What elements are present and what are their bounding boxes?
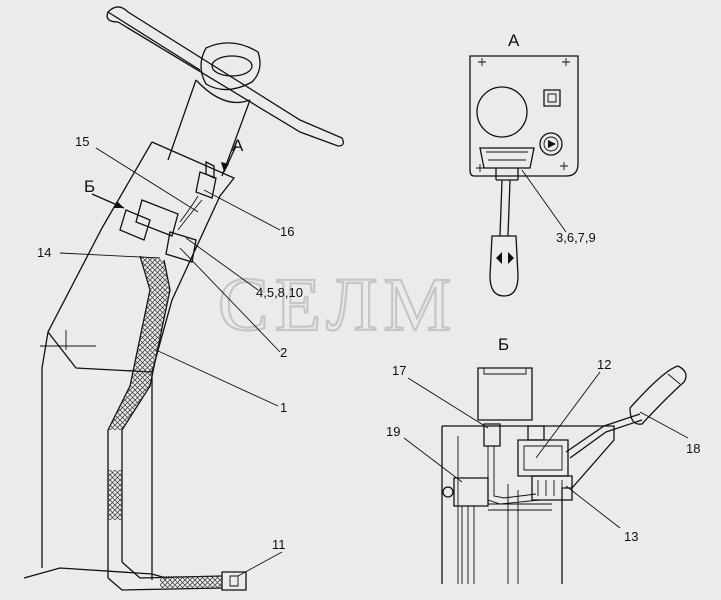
view-a-switch-lever <box>479 147 535 297</box>
callout-4-5-8-10: 4,5,8,10 <box>256 285 303 300</box>
column-housing <box>23 141 236 580</box>
steering-wheel <box>106 6 344 147</box>
steering-shaft <box>167 79 251 177</box>
callout-15: 15 <box>75 134 89 149</box>
watermark-text: СЕЛМ <box>218 263 457 347</box>
view-b-housing <box>441 367 615 584</box>
leader-3-6-7-9 <box>521 169 567 233</box>
callout-16: 16 <box>280 224 294 239</box>
switch-assembly <box>119 160 217 263</box>
view-b-title: Б <box>498 335 509 354</box>
leader-lines-main <box>59 147 283 577</box>
view-b-lever <box>565 365 687 459</box>
callout-1: 1 <box>280 400 287 415</box>
callout-14: 14 <box>37 245 51 260</box>
view-arrow-a: А <box>221 136 244 173</box>
view-b-wiring <box>461 446 552 584</box>
callout-12: 12 <box>597 357 611 372</box>
view-a-title: А <box>508 31 520 50</box>
callout-18: 18 <box>686 441 700 456</box>
wire-harness <box>107 255 247 591</box>
callout-19: 19 <box>386 424 400 439</box>
view-a-panel <box>469 55 579 177</box>
view-arrow-b: Б <box>84 177 125 209</box>
leader-lines-view-b <box>403 371 689 529</box>
callout-2: 2 <box>280 345 287 360</box>
arrow-b-label: Б <box>84 177 95 196</box>
callout-17: 17 <box>392 363 406 378</box>
arrow-a-label: А <box>232 136 244 155</box>
callout-13: 13 <box>624 529 638 544</box>
callout-11: 11 <box>272 537 286 552</box>
callout-3-6-7-9: 3,6,7,9 <box>556 230 596 245</box>
view-b-components <box>442 423 573 507</box>
